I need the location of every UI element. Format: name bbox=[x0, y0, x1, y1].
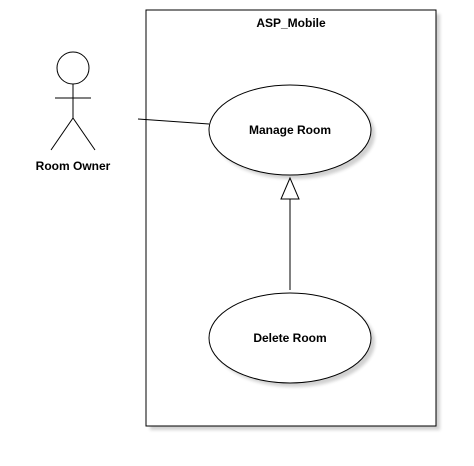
generalization-arrow[interactable] bbox=[280, 176, 300, 290]
actor-name: Room Owner bbox=[36, 159, 111, 173]
use-case-label: Manage Room bbox=[249, 123, 331, 137]
system-title: ASP_Mobile bbox=[256, 16, 326, 30]
use-case-label: Delete Room bbox=[253, 331, 326, 345]
actor-left-leg bbox=[50, 117, 74, 151]
actor-right-leg bbox=[72, 117, 96, 151]
use-case-manage-room[interactable]: Manage Room bbox=[208, 84, 375, 179]
use-case-delete-room[interactable]: Delete Room bbox=[208, 292, 375, 387]
actor-room-owner[interactable]: Room Owner bbox=[36, 51, 111, 173]
system-boundary[interactable]: ASP_Mobile bbox=[145, 9, 440, 430]
actor-head bbox=[56, 51, 90, 85]
association-line[interactable] bbox=[137, 118, 210, 125]
